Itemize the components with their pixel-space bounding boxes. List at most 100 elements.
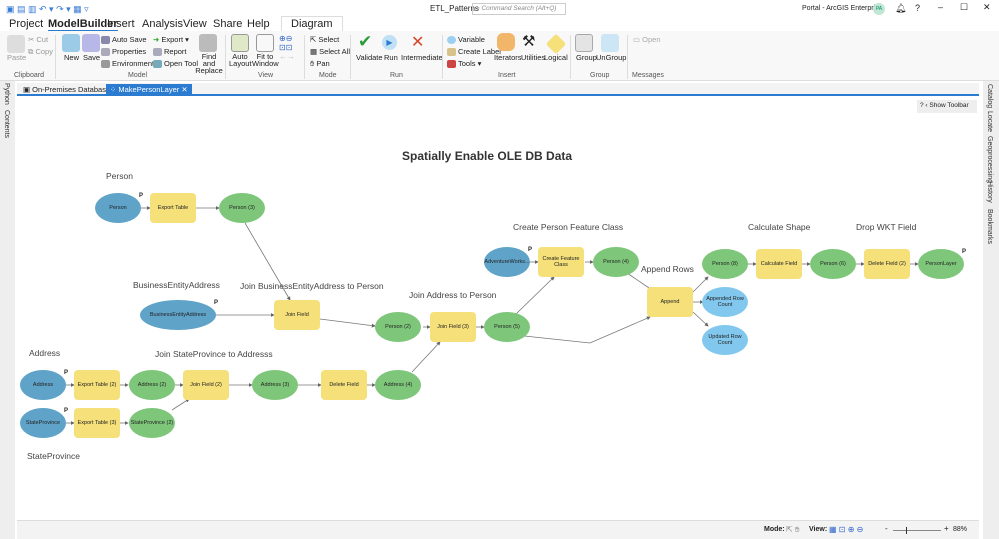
select-all-button[interactable]: ▦ Select All	[310, 47, 351, 56]
node-person-2[interactable]: Person (2)	[375, 312, 421, 342]
zoom-in-button[interactable]: +	[944, 524, 949, 533]
logical-button[interactable]: Logical	[544, 53, 568, 62]
node-person-6[interactable]: Person (6)	[810, 249, 856, 279]
variable-button[interactable]: Variable	[447, 35, 485, 45]
select-button[interactable]: ⇱ Select	[310, 35, 340, 44]
node-create-feature-class[interactable]: Create Feature Class	[538, 247, 584, 277]
pane-tab-history[interactable]: History	[986, 181, 993, 203]
node-join-field[interactable]: Join Field	[274, 300, 320, 330]
node-address-3[interactable]: Address (3)	[252, 370, 298, 400]
fit-to-window-button[interactable]: Fit to Window	[252, 52, 279, 68]
create-label-button[interactable]: Create Label	[447, 47, 501, 57]
auto-save-button[interactable]: Auto Save	[101, 35, 147, 45]
tab-help[interactable]: Help	[247, 18, 270, 30]
node-address-4[interactable]: Address (4)	[375, 370, 421, 400]
divider	[55, 35, 56, 79]
open-messages-button[interactable]: ▭ Open	[633, 35, 661, 44]
pane-tab-python[interactable]: Python	[3, 83, 10, 105]
paste-button[interactable]: Paste	[7, 53, 27, 62]
pan-label: Pan	[316, 59, 330, 68]
command-search-input[interactable]: ⌕ Command Search (Alt+Q)	[472, 3, 566, 15]
node-calculate-field[interactable]: Calculate Field	[756, 249, 802, 279]
pane-tab-catalog[interactable]: Catalog	[986, 84, 993, 109]
close-button[interactable]: ✕	[983, 2, 991, 12]
node-adventureworks[interactable]: AdventureWorks...	[484, 247, 530, 277]
parameter-marker: P	[528, 247, 533, 253]
pane-tab-locate[interactable]: Locate	[986, 111, 993, 133]
avatar[interactable]: PA	[873, 3, 885, 15]
model-canvas[interactable]: Spatially Enable OLE DB Data ? ‹ Show To…	[17, 97, 979, 518]
report-button[interactable]: Report	[153, 47, 187, 57]
show-toolbar-button[interactable]: ? ‹ Show Toolbar	[917, 100, 977, 113]
iterators-button[interactable]: Iterators	[494, 53, 522, 62]
close-tab-icon[interactable]: ✕	[181, 85, 188, 94]
notification-bell-icon[interactable]: 🔔︎	[895, 3, 907, 13]
group-button[interactable]: Group	[576, 53, 597, 62]
tab-view[interactable]: View	[183, 18, 207, 30]
node-businessentityaddress[interactable]: BusinessEntityAddress	[140, 300, 216, 330]
environments-button[interactable]: Environments	[101, 59, 158, 69]
tab-share[interactable]: Share	[213, 18, 243, 30]
tab-project[interactable]: Project	[9, 18, 44, 30]
copy-button[interactable]: ⧉ Copy	[28, 47, 53, 56]
properties-button[interactable]: Properties	[101, 47, 146, 57]
pan-button[interactable]: ✋︎ Pan	[310, 59, 330, 68]
node-export-table-2[interactable]: Export Table (2)	[74, 370, 120, 400]
open-tool-button[interactable]: Open Tool	[153, 59, 198, 69]
node-personlayer[interactable]: PersonLayer	[918, 249, 964, 279]
save-button[interactable]: Save	[83, 53, 101, 62]
node-delete-field[interactable]: Delete Field	[321, 370, 367, 400]
node-person-4[interactable]: Person (4)	[593, 247, 639, 277]
node-stateprovince[interactable]: StateProvince	[20, 408, 66, 438]
mode-select-pan-icons[interactable]: ⇱ ✋︎	[786, 525, 800, 534]
intermediate-button[interactable]: Intermediate	[401, 53, 443, 62]
node-address-2[interactable]: Address (2)	[129, 370, 175, 400]
zoom-slider-handle[interactable]	[906, 527, 907, 534]
node-address[interactable]: Address	[20, 370, 66, 400]
quick-access-icons[interactable]: ▣ ▤ ▥ ↶ ▾ ↷ ▾ ▦ ▿	[6, 4, 89, 14]
zoom-tools-icon[interactable]: ⊕⊖⊡⊡←→	[279, 34, 295, 61]
pane-tab-contents[interactable]: Contents	[3, 110, 10, 139]
node-person-3[interactable]: Person (3)	[219, 193, 265, 223]
find-replace-button[interactable]: Find and Replace	[195, 52, 223, 75]
auto-layout-button[interactable]: Auto Layout	[229, 52, 252, 68]
pane-tab-geoprocessing[interactable]: Geoprocessing	[986, 136, 993, 184]
node-appended-row-count[interactable]: Appended Row Count	[702, 287, 748, 317]
connector-lines	[66, 206, 919, 425]
ungroup-button[interactable]: UnGroup	[596, 53, 627, 62]
pane-tab-bookmarks[interactable]: Bookmarks	[986, 209, 993, 245]
minimize-button[interactable]: –	[938, 2, 944, 12]
new-button[interactable]: New	[64, 53, 80, 62]
zoom-level[interactable]: 88%	[953, 526, 968, 533]
zoom-out-button[interactable]: -	[885, 524, 888, 533]
view-zoom-icons[interactable]: ▦ ⊡ ⊕ ⊖	[829, 525, 864, 534]
maximize-button[interactable]: ☐	[960, 2, 969, 12]
tab-makepersonlayer[interactable]: ⁘ MakePersonLayer ✕	[106, 84, 192, 96]
node-delete-field-2[interactable]: Delete Field (2)	[864, 249, 910, 279]
node-person[interactable]: Person	[95, 193, 141, 223]
node-join-field-3[interactable]: Join Field (3)	[430, 312, 476, 342]
tab-analysis[interactable]: Analysis	[142, 18, 183, 30]
node-append[interactable]: Append	[647, 287, 693, 317]
tab-on-premises-database[interactable]: ▣ On-Premises Database	[23, 85, 111, 94]
tools-button[interactable]: Tools ▾	[447, 59, 481, 69]
validate-button[interactable]: Validate	[356, 53, 383, 62]
node-person-5[interactable]: Person (5)	[484, 312, 530, 342]
run-button[interactable]: Run	[384, 53, 398, 62]
export-button[interactable]: ➜ Export ▾	[153, 35, 189, 44]
node-export-table-3[interactable]: Export Table (3)	[74, 408, 120, 438]
help-icon[interactable]: ?	[915, 3, 921, 13]
node-join-field-2[interactable]: Join Field (2)	[183, 370, 229, 400]
tab-insert[interactable]: Insert	[107, 18, 135, 30]
node-updated-row-count[interactable]: Updated Row Count	[702, 325, 748, 355]
utilities-button[interactable]: Utilities	[521, 53, 546, 62]
node-person-8[interactable]: Person (8)	[702, 249, 748, 279]
select-all-label: Select All	[319, 47, 351, 56]
left-pane-bar: Python Contents	[0, 81, 15, 539]
node-stateprovince-2[interactable]: StateProvince (2)	[129, 408, 175, 438]
cut-label: Cut	[36, 35, 49, 44]
tab-diagram[interactable]: Diagram	[281, 16, 343, 32]
zoom-slider[interactable]	[893, 527, 941, 534]
node-export-table[interactable]: Export Table	[150, 193, 196, 223]
cut-button[interactable]: ✂ Cut	[28, 35, 49, 44]
